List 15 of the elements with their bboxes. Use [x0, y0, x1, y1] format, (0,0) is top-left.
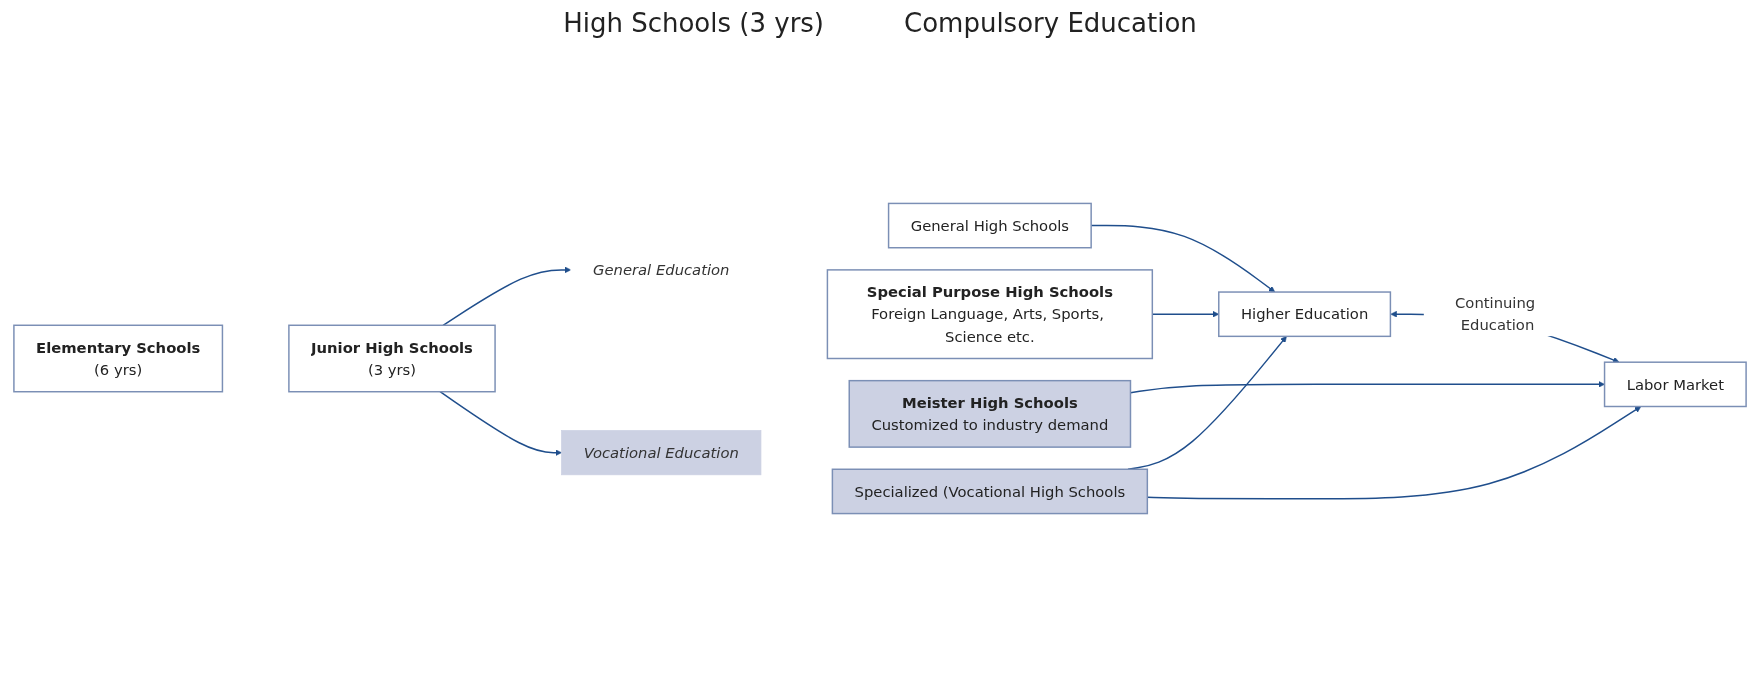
node-box: Higher Education — [1218, 291, 1392, 338]
edge-label: Continuing Education — [1455, 294, 1536, 335]
section-heading: Compulsory Education — [904, 8, 1197, 38]
node-box: Meister High Schools Customized to industry demand — [848, 379, 1132, 448]
arrow — [439, 391, 562, 456]
node-box: Specialized (Vocational High Schools — [831, 468, 1149, 515]
node-box: Elementary Schools (6 yrs) — [13, 324, 224, 393]
node-text: General Education — [593, 261, 730, 279]
node-box: General High Schools — [887, 202, 1092, 249]
section-heading: High Schools (3 yrs) — [563, 8, 824, 38]
node-box: Junior High Schools (3 yrs) — [288, 324, 496, 393]
node-box: Labor Market — [1603, 361, 1747, 408]
node-box: Vocational Education — [561, 430, 762, 476]
arrow — [442, 266, 572, 326]
node-box: Special Purpose High Schools Foreign Language, Arts, Sports, Science etc. — [826, 269, 1154, 360]
